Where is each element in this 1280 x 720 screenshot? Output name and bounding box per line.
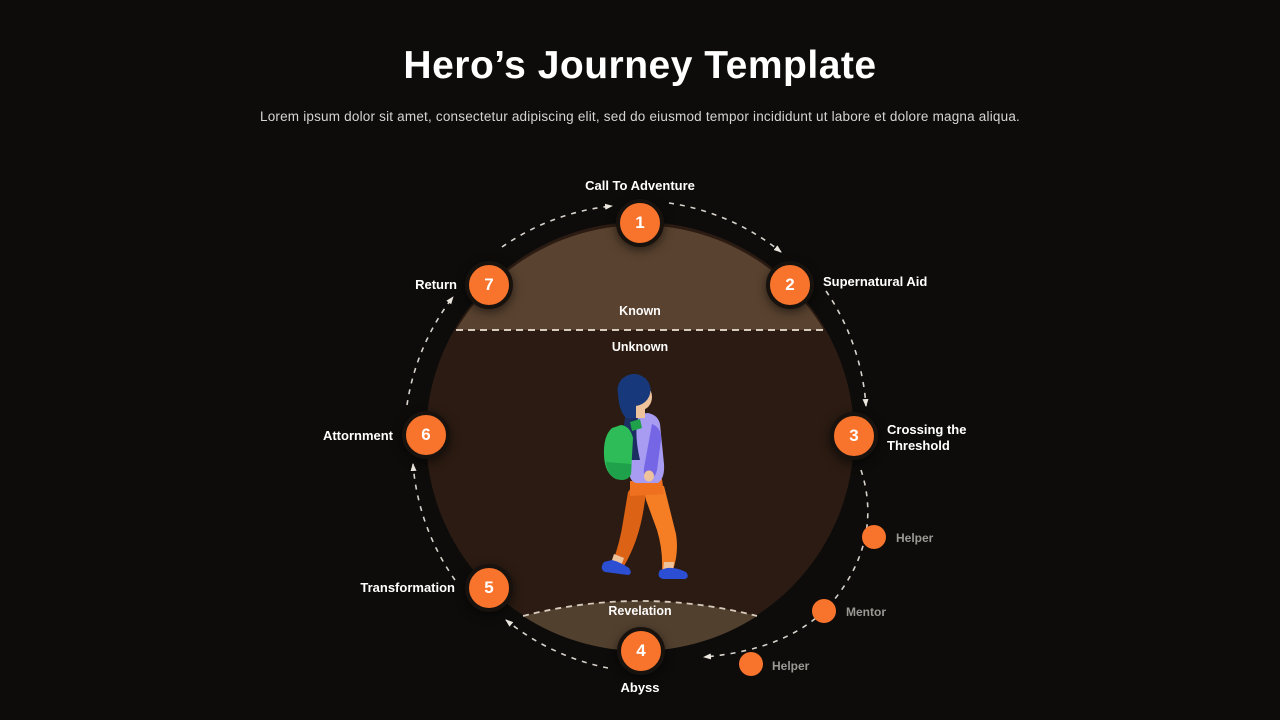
- hero-illustration: [601, 374, 688, 579]
- helper-node-1: [862, 525, 886, 549]
- hero-back-shoe: [601, 560, 631, 575]
- step-label-supernatural-aid: Supernatural Aid: [823, 274, 928, 289]
- flow-arc-3-to-4-via-helpers: [703, 469, 869, 660]
- flow-arc-7-to-1: [501, 203, 613, 248]
- step-badge-1: 1: [616, 199, 664, 247]
- flow-arc-4-to-5: [505, 619, 609, 669]
- hero-front-shoe: [658, 567, 688, 579]
- hero-back-leg: [613, 488, 646, 566]
- mentor-label: Mentor: [846, 605, 886, 619]
- step-badge-3: 3: [830, 412, 878, 460]
- step-badge-4: 4: [617, 627, 665, 675]
- page-subtitle: Lorem ipsum dolor sit amet, consectetur …: [259, 109, 1020, 124]
- hero-pants: [630, 479, 664, 496]
- known-segment: [456, 225, 824, 330]
- zone-label-known: Known: [619, 304, 661, 318]
- step-label-attornment: Attornment: [322, 428, 393, 443]
- step-badge-6: 6: [402, 411, 450, 459]
- revelation-segment: [523, 601, 757, 651]
- page-title: Hero’s Journey Template: [403, 44, 877, 87]
- zone-label-revelation: Revelation: [608, 604, 672, 618]
- step-label-transformation: Transformation: [360, 580, 455, 595]
- helper-label-1: Helper: [896, 531, 934, 545]
- mentor-node: [812, 599, 836, 623]
- flow-arc-1-to-2: [668, 202, 782, 253]
- step-label-crossing-the-threshold: Crossing the Threshold: [887, 422, 967, 453]
- flow-arc-5-to-6: [410, 463, 456, 581]
- helper-label-2: Helper: [772, 659, 810, 673]
- step-label-abyss: Abyss: [620, 680, 660, 695]
- step-label-call-to-adventure: Call To Adventure: [585, 178, 695, 193]
- zone-label-unknown: Unknown: [611, 340, 669, 354]
- hero-front-leg: [644, 486, 677, 570]
- step-badge-2: 2: [766, 261, 814, 309]
- hero-hand: [644, 470, 654, 482]
- flow-arc-2-to-3: [825, 290, 869, 407]
- step-badge-5: 5: [465, 564, 513, 612]
- helper-node-2: [739, 652, 763, 676]
- hero-sleeve: [643, 424, 662, 479]
- flow-arc-6-to-7: [406, 296, 454, 406]
- step-label-return: Return: [415, 277, 457, 292]
- step-badge-7: 7: [465, 261, 513, 309]
